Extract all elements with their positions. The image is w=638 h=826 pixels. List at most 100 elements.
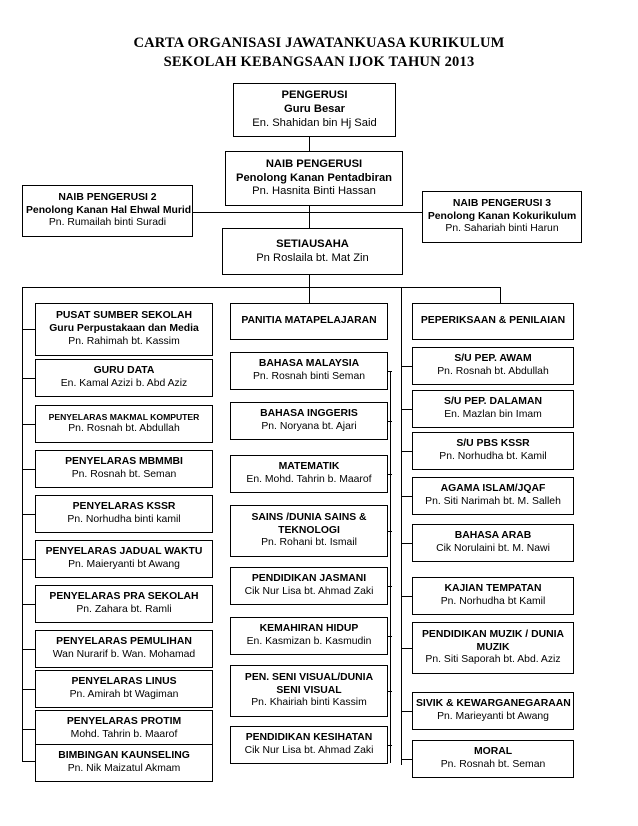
- box-guru-data[interactable]: GURU DATA En. Kamal Azizi b. Abd Aziz: [35, 359, 213, 397]
- box-bahasa-inggeris[interactable]: BAHASA INGGERIS Pn. Noryana bt. Ajari: [230, 402, 388, 440]
- box-naib-pengerusi-2[interactable]: NAIB PENGERUSI 2 Penolong Kanan Hal Ehwa…: [22, 185, 193, 237]
- box-naib-pengerusi[interactable]: NAIB PENGERUSI Penolong Kanan Pentadbira…: [225, 151, 403, 206]
- chart-title-line1: CARTA ORGANISASI JAWATANKUASA KURIKULUM: [133, 35, 505, 51]
- connector-naib3-horizontal: [309, 212, 422, 214]
- naib1-role: NAIB PENGERUSI: [265, 157, 363, 170]
- right-item-6-role2: MUZIK: [476, 641, 510, 653]
- left-stub-0: [22, 329, 36, 331]
- right-item-8-name: Pn. Rosnah bt. Seman: [440, 759, 546, 770]
- box-bimbingan-kaunseling[interactable]: BIMBINGAN KAUNSELING Pn. Nik Maizatul Ak…: [35, 744, 213, 782]
- right-item-4-name: Cik Norulaini bt. M. Nawi: [436, 543, 550, 554]
- left-stub-6: [22, 604, 36, 606]
- box-peperiksaan-penilaian[interactable]: PEPERIKSAAN & PENILAIAN: [412, 303, 574, 340]
- box-agama-islam-jqaf[interactable]: AGAMA ISLAM/JQAF Pn. Siti Narimah bt. M.…: [412, 477, 574, 515]
- naib1-sub: Penolong Kanan Pentadbiran: [235, 171, 393, 184]
- box-pengerusi[interactable]: PENGERUSI Guru Besar En. Shahidan bin Hj…: [233, 83, 396, 137]
- right-item-5-name: Pn. Norhudha bt Kamil: [440, 596, 546, 607]
- box-penyelaras-makmal-komputer[interactable]: PENYELARAS MAKMAL KOMPUTER Pn. Rosnah bt…: [35, 405, 213, 443]
- box-penyelaras-pemulihan[interactable]: PENYELARAS PEMULIHAN Wan Nurarif b. Wan.…: [35, 630, 213, 668]
- right-stub-8: [401, 759, 413, 761]
- right-stub-7: [401, 711, 413, 713]
- left-item-7-name: Pn. Amirah bt Wagiman: [69, 689, 179, 700]
- middle-stub-7: [388, 745, 392, 747]
- box-pendidikan-kesihatan[interactable]: PENDIDIKAN KESIHATAN Cik Nur Lisa bt. Ah…: [230, 726, 388, 764]
- left-item-3-name: Pn. Norhudha binti kamil: [67, 514, 181, 525]
- connector-main-rail: [22, 287, 501, 289]
- left-item-3-role: PENYELARAS KSSR: [72, 501, 176, 513]
- left-item-5-role: PENYELARAS PRA SEKOLAH: [49, 591, 199, 603]
- middle-item-6-role: PEN. SENI VISUAL/DUNIA: [244, 671, 374, 683]
- left-item-5-name: Pn. Zahara bt. Ramli: [76, 604, 172, 615]
- left-item-0-role: GURU DATA: [93, 365, 155, 377]
- box-kemahiran-hidup[interactable]: KEMAHIRAN HIDUP En. Kasmizan b. Kasmudin: [230, 617, 388, 655]
- right-item-2-role: S/U PBS KSSR: [456, 438, 530, 450]
- left-item-6-role: PENYELARAS PEMULIHAN: [56, 636, 192, 648]
- right-item-6-role: PENDIDIKAN MUZIK / DUNIA: [421, 628, 564, 640]
- left-item-4-role: PENYELARAS JADUAL WAKTU: [45, 546, 203, 558]
- box-pen-seni-visual[interactable]: PEN. SENI VISUAL/DUNIA SENI VISUAL Pn. K…: [230, 665, 388, 717]
- right-item-8-role: MORAL: [473, 746, 513, 758]
- right-column-rail: [401, 287, 403, 765]
- naib2-role: NAIB PENGERUSI 2: [58, 191, 157, 203]
- right-item-5-role: KAJIAN TEMPATAN: [444, 583, 542, 595]
- left-header-role: PUSAT SUMBER SEKOLAH: [55, 310, 193, 322]
- box-su-pep-awam[interactable]: S/U PEP. AWAM Pn. Rosnah bt. Abdullah: [412, 347, 574, 385]
- box-su-pbs-kssr[interactable]: S/U PBS KSSR Pn. Norhudha bt. Kamil: [412, 432, 574, 470]
- connector-naib2-horizontal: [193, 212, 310, 214]
- right-item-0-name: Pn. Rosnah bt. Abdullah: [437, 366, 549, 377]
- box-setiausaha[interactable]: SETIAUSAHA Pn Roslaila bt. Mat Zin: [222, 228, 403, 275]
- box-panitia-matapelajaran[interactable]: PANITIA MATAPELAJARAN: [230, 303, 388, 340]
- left-stub-2: [22, 424, 36, 426]
- middle-item-0-name: Pn. Rosnah binti Seman: [252, 371, 366, 382]
- box-matematik[interactable]: MATEMATIK En. Mohd. Tahrin b. Maarof: [230, 455, 388, 493]
- box-penyelaras-protim[interactable]: PENYELARAS PROTIM Mohd. Tahrin b. Maarof: [35, 710, 213, 748]
- middle-header-role: PANITIA MATAPELAJARAN: [241, 315, 377, 327]
- middle-item-1-role: BAHASA INGGERIS: [260, 408, 358, 420]
- connector-rail-to-panitia: [309, 287, 311, 308]
- right-item-4-role: BAHASA ARAB: [454, 530, 532, 542]
- middle-stub-2: [388, 474, 392, 476]
- left-stub-3: [22, 469, 36, 471]
- right-stub-5: [401, 596, 413, 598]
- box-pendidikan-muzik[interactable]: PENDIDIKAN MUZIK / DUNIA MUZIK Pn. Siti …: [412, 622, 574, 674]
- connector-rail-to-peperiksaan: [500, 287, 502, 308]
- box-sains-dunia-sains-teknologi[interactable]: SAINS /DUNIA SAINS & TEKNOLOGI Pn. Rohan…: [230, 505, 388, 557]
- middle-item-4-role: PENDIDIKAN JASMANI: [251, 573, 367, 585]
- middle-item-6-name: Pn. Khairiah binti Kassim: [251, 697, 367, 709]
- right-item-2-name: Pn. Norhudha bt. Kamil: [439, 451, 547, 462]
- left-item-0-name: En. Kamal Azizi b. Abd Aziz: [60, 378, 188, 389]
- middle-stub-3: [388, 531, 392, 533]
- middle-item-0-role: BAHASA MALAYSIA: [258, 358, 360, 370]
- naib3-name: Pn. Sahariah binti Harun: [445, 223, 559, 235]
- middle-stub-0: [388, 371, 392, 373]
- box-penyelaras-mbmmbi[interactable]: PENYELARAS MBMMBI Pn. Rosnah bt. Seman: [35, 450, 213, 488]
- pengerusi-role: PENGERUSI: [281, 89, 348, 102]
- middle-item-1-name: Pn. Noryana bt. Ajari: [261, 421, 357, 432]
- middle-item-5-name: En. Kasmizan b. Kasmudin: [246, 636, 372, 647]
- left-item-8-name: Mohd. Tahrin b. Maarof: [70, 729, 178, 740]
- right-item-6-name: Pn. Siti Saporah bt. Abd. Aziz: [425, 654, 561, 666]
- left-stub-5: [22, 559, 36, 561]
- left-stub-1: [22, 378, 36, 380]
- box-naib-pengerusi-3[interactable]: NAIB PENGERUSI 3 Penolong Kanan Kokuriku…: [422, 191, 582, 243]
- box-penyelaras-jadual-waktu[interactable]: PENYELARAS JADUAL WAKTU Pn. Maieryanti b…: [35, 540, 213, 578]
- left-header-name: Pn. Rahimah bt. Kassim: [68, 335, 180, 347]
- middle-item-3-name: Pn. Rohani bt. Ismail: [261, 537, 357, 549]
- connector-pengerusi-to-naib: [309, 137, 311, 156]
- box-pusat-sumber-sekolah[interactable]: PUSAT SUMBER SEKOLAH Guru Perpustakaan d…: [35, 303, 213, 356]
- box-bahasa-malaysia[interactable]: BAHASA MALAYSIA Pn. Rosnah binti Seman: [230, 352, 388, 390]
- box-sivik-kewarganegaraan[interactable]: SIVIK & KEWARGANEGARAAN Pn. Marieyanti b…: [412, 692, 574, 730]
- middle-stub-5: [388, 636, 392, 638]
- middle-item-6-role2: SENI VISUAL: [276, 684, 342, 696]
- box-pendidikan-jasmani[interactable]: PENDIDIKAN JASMANI Cik Nur Lisa bt. Ahma…: [230, 567, 388, 605]
- box-moral[interactable]: MORAL Pn. Rosnah bt. Seman: [412, 740, 574, 778]
- box-su-pep-dalaman[interactable]: S/U PEP. DALAMAN En. Mazlan bin Imam: [412, 390, 574, 428]
- middle-item-3-role2: TEKNOLOGI: [278, 524, 340, 536]
- right-stub-1: [401, 409, 413, 411]
- box-bahasa-arab[interactable]: BAHASA ARAB Cik Norulaini bt. M. Nawi: [412, 524, 574, 562]
- box-penyelaras-pra-sekolah[interactable]: PENYELARAS PRA SEKOLAH Pn. Zahara bt. Ra…: [35, 585, 213, 623]
- box-penyelaras-kssr[interactable]: PENYELARAS KSSR Pn. Norhudha binti kamil: [35, 495, 213, 533]
- box-penyelaras-linus[interactable]: PENYELARAS LINUS Pn. Amirah bt Wagiman: [35, 670, 213, 708]
- left-stub-8: [22, 689, 36, 691]
- box-kajian-tempatan[interactable]: KAJIAN TEMPATAN Pn. Norhudha bt Kamil: [412, 577, 574, 615]
